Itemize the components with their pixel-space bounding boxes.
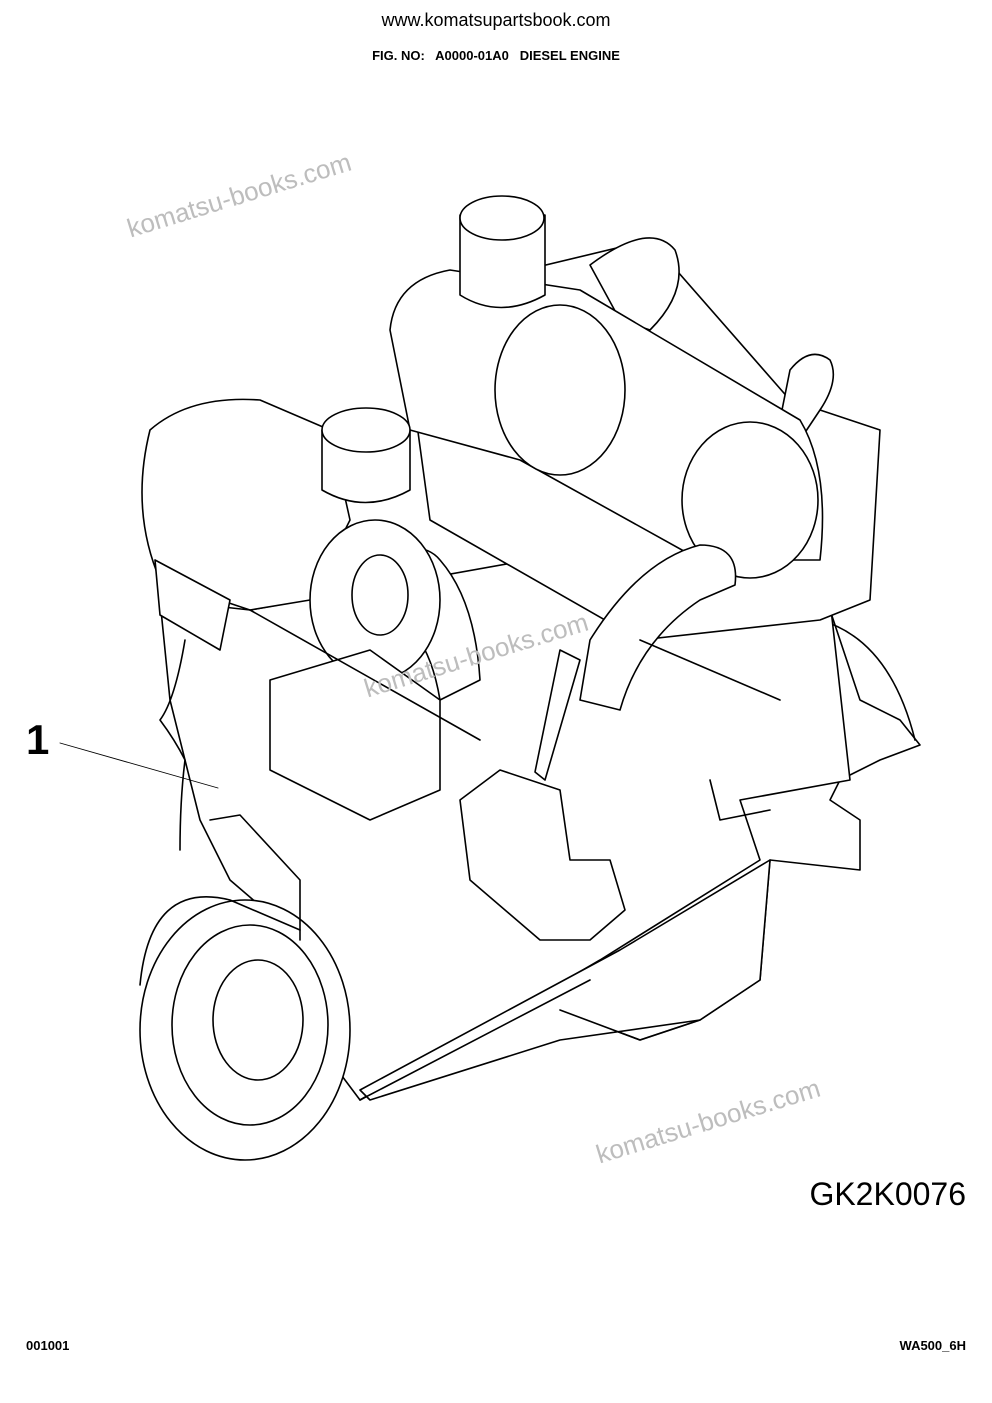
callout-leader-line xyxy=(59,742,219,789)
coolant-bracket xyxy=(459,769,626,941)
fig-title: DIESEL ENGINE xyxy=(519,48,620,63)
intake-stack-top xyxy=(459,214,546,309)
intake-elbow-opening xyxy=(351,554,409,636)
intake-stack-top-cap xyxy=(459,195,545,241)
air-cleaner-end-cap xyxy=(681,421,819,579)
drawing-code: GK2K0076 xyxy=(809,1176,966,1212)
air-cleaner-body-ring xyxy=(494,304,626,476)
fig-label: FIG. NO: xyxy=(372,48,425,63)
oil-pan xyxy=(359,859,771,1101)
crankshaft-pulley-inner xyxy=(212,959,304,1081)
fig-number: A0000-01A0 xyxy=(435,48,509,63)
pulley-hub-outline xyxy=(139,896,301,986)
figure-header: FIG. NO: A0000-01A0 DIESEL ENGINE xyxy=(0,48,992,63)
intake-stack-left-cap xyxy=(321,407,411,453)
air-cleaner-left-clamp xyxy=(154,559,231,651)
crossover-pipe xyxy=(579,544,737,711)
turbo-pipe-right xyxy=(589,237,680,331)
site-url[interactable]: www.komatsupartsbook.com xyxy=(381,10,611,30)
footer-page-code: 001001 xyxy=(26,1338,70,1353)
pipe-strut xyxy=(534,649,581,781)
footer-model-code: WA500_6H xyxy=(899,1338,966,1353)
callout-number[interactable]: 1 xyxy=(26,716,50,763)
air-cleaner-left xyxy=(141,398,351,611)
flywheel-housing-edge xyxy=(819,619,916,741)
